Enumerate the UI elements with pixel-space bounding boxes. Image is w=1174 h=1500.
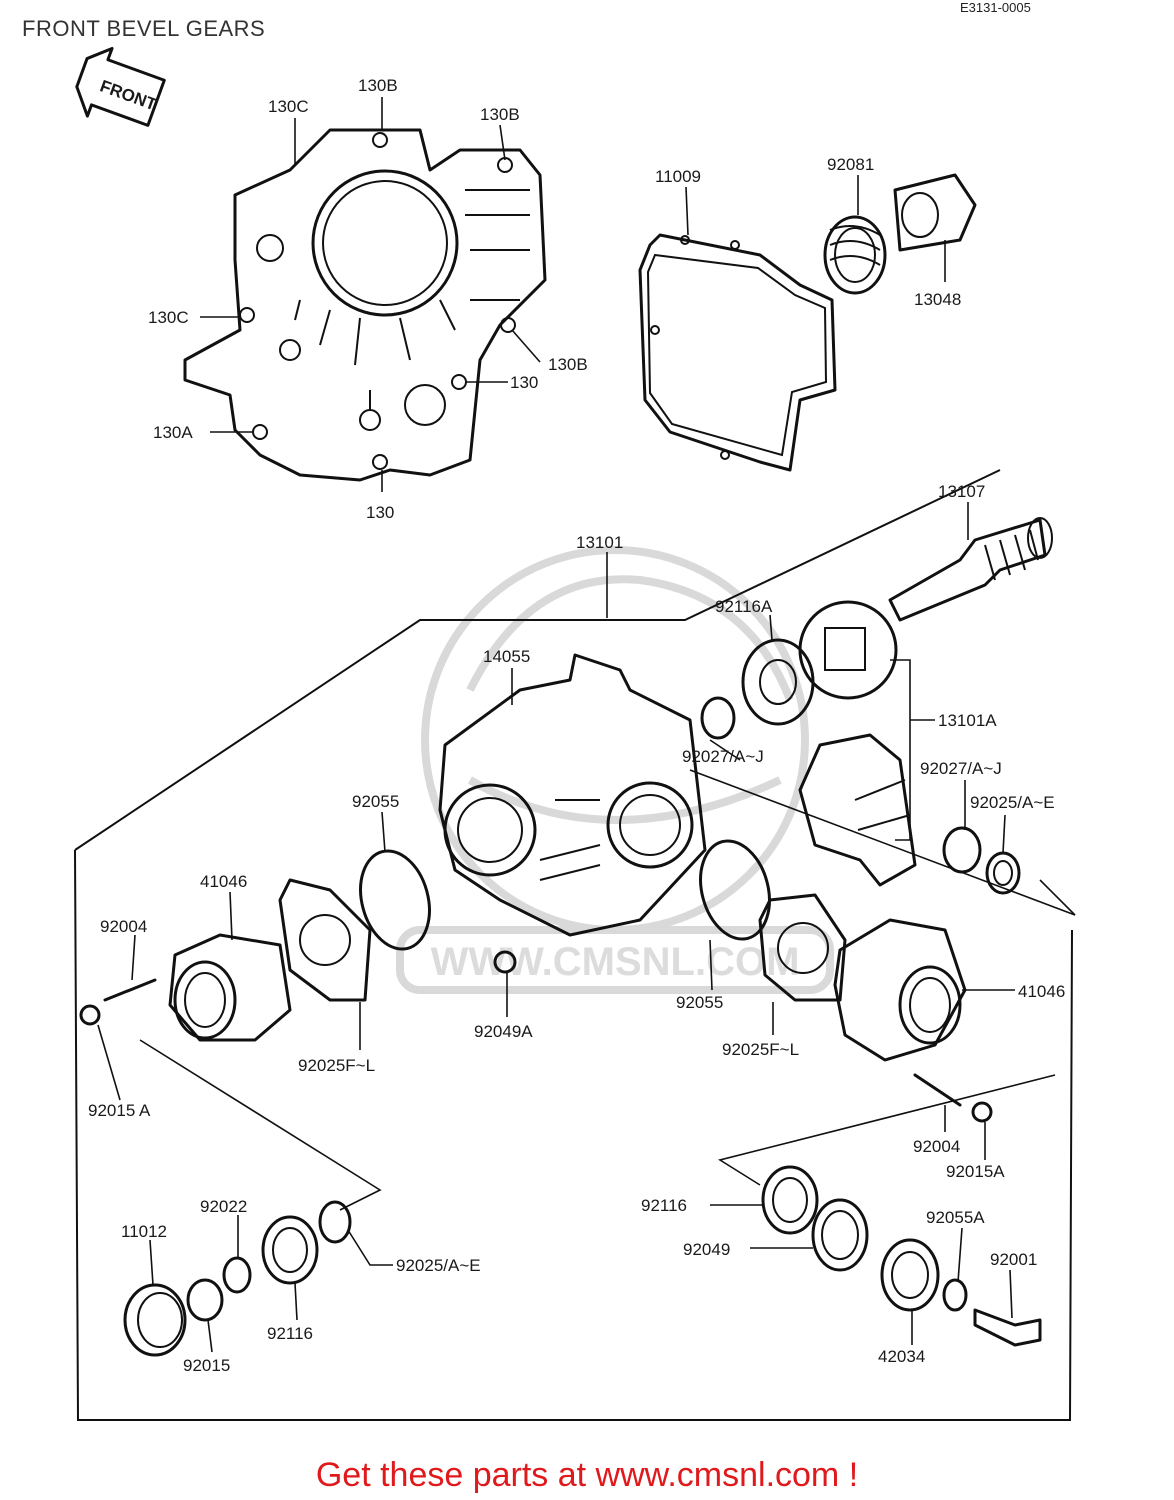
spring-92081: [823, 215, 887, 295]
assembly-outline: [74, 469, 1073, 1421]
label-14055: 14055: [483, 647, 530, 666]
label-92116a: 92116A: [715, 597, 773, 616]
label-92049: 92049: [683, 1240, 730, 1259]
label-92025ae-right: 92025/A~E: [970, 793, 1055, 812]
front-arrow: FRONT: [75, 46, 166, 127]
stud-92004-left: [103, 978, 157, 1002]
cap-11012: [123, 1283, 187, 1357]
label-92004-left: 92004: [100, 917, 147, 936]
label-13101: 13101: [576, 533, 623, 552]
label-41046-left: 41046: [200, 872, 247, 891]
leader-lines: [97, 97, 1015, 1353]
o-ring-92055-left: [359, 849, 431, 951]
bearing-92116-right: [761, 1165, 819, 1235]
nut-92015a-right: [971, 1101, 993, 1123]
nut-92015a-left: [79, 1004, 101, 1026]
seal-92049: [811, 1198, 869, 1272]
gasket-92025fl-left: [278, 878, 372, 1002]
label-42034: 42034: [878, 1347, 925, 1366]
label-92055-left: 92055: [352, 792, 399, 811]
crankcase-cover: [183, 128, 547, 482]
label-92015a-left: 92015 A: [88, 1101, 151, 1120]
drawing-code: E3131-0005: [960, 0, 1031, 15]
label-92081: 92081: [827, 155, 874, 174]
nut-92049a: [493, 950, 517, 974]
ring-92025-bottom: [318, 1200, 352, 1244]
label-92015: 92015: [183, 1356, 230, 1375]
label-11009: 11009: [655, 167, 701, 186]
label-92055-right: 92055: [676, 993, 723, 1012]
front-arrow-label: FRONT: [97, 76, 159, 114]
bearing-92116-left: [261, 1215, 319, 1285]
bolt-92001: [973, 1308, 1042, 1347]
gear-42034: [880, 1238, 940, 1312]
label-92025fl-left: 92025F~L: [298, 1056, 375, 1075]
gear-13101a: [798, 600, 917, 887]
label-92025ae-bottom: 92025/A~E: [396, 1256, 481, 1275]
label-92027-right: 92027/A~J: [920, 759, 1002, 778]
label-92027-left: 92027/A~J: [682, 747, 764, 766]
cta-link[interactable]: Get these parts at www.cmsnl.com !: [315, 1456, 859, 1494]
o-ring-92055-right: [699, 839, 771, 941]
label-92116-left: 92116: [267, 1324, 313, 1343]
part-labels: 130C 130B 130B 130C 130B 130 130A 130 11…: [88, 76, 1065, 1375]
gasket-92025fl-right: [758, 893, 847, 1002]
gear-case-14055: [438, 653, 707, 937]
watermark-text: WWW.CMSNL.COM: [431, 940, 800, 984]
shaft-13107: [888, 517, 1053, 622]
label-130c-top: 130C: [268, 97, 309, 116]
label-41046-right: 41046: [1018, 982, 1065, 1001]
label-130b-top: 130B: [358, 76, 398, 95]
label-13048: 13048: [914, 290, 961, 309]
stud-92004-right: [913, 1073, 962, 1107]
label-130b-right: 130B: [480, 105, 520, 124]
washer-92022: [222, 1256, 252, 1294]
label-92001: 92001: [990, 1250, 1037, 1269]
watermark-logo: WWW.CMSNL.COM: [396, 546, 834, 994]
label-92116-right: 92116: [641, 1196, 687, 1215]
seal-92027-left: [700, 696, 736, 740]
gasket-11009: [638, 233, 837, 472]
label-92049a: 92049A: [474, 1022, 533, 1041]
label-13101a: 13101A: [938, 711, 997, 730]
nut-92015: [186, 1278, 224, 1322]
collar-13048: [893, 173, 977, 252]
label-11012: 11012: [121, 1222, 167, 1241]
label-92025fl-right: 92025F~L: [722, 1040, 799, 1059]
label-13107: 13107: [938, 482, 985, 501]
label-130a: 130A: [153, 423, 193, 442]
page-title: FRONT BEVEL GEARS: [22, 16, 266, 41]
label-130c-left: 130C: [148, 308, 189, 327]
label-92055a: 92055A: [926, 1208, 985, 1227]
label-130-mid: 130: [510, 373, 538, 392]
label-92004-right: 92004: [913, 1137, 960, 1156]
seal-92027-right: [942, 826, 982, 874]
label-92022: 92022: [200, 1197, 247, 1216]
label-92015a-right: 92015A: [946, 1162, 1005, 1181]
housing-41046-left: [168, 933, 292, 1042]
housing-41046-right: [833, 918, 967, 1062]
label-130-bottom: 130: [366, 503, 394, 522]
label-130b-lower: 130B: [548, 355, 588, 374]
ring-92025-right: [985, 851, 1021, 895]
washer-92055a: [942, 1278, 968, 1312]
